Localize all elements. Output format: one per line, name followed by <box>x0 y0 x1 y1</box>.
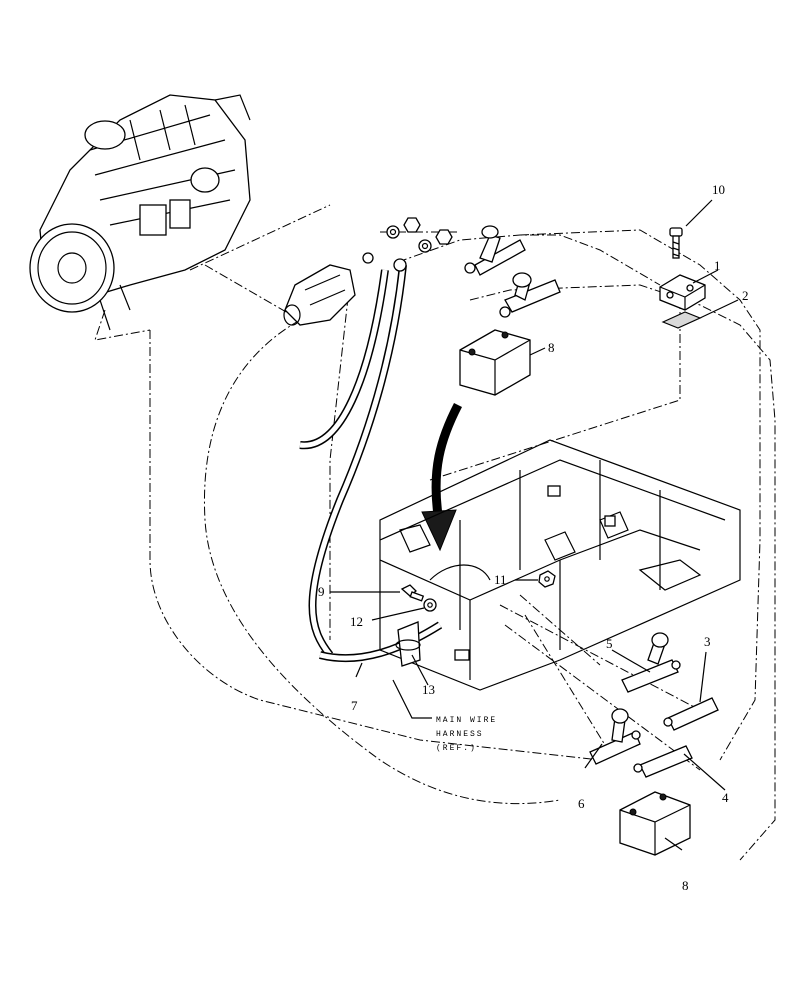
bolt-9 <box>400 584 425 602</box>
starter-motor <box>283 264 356 326</box>
note-line-2: HARNESS <box>436 730 484 739</box>
clamp-1 <box>659 274 706 311</box>
callout-leaders <box>330 199 739 851</box>
battery-top <box>459 329 531 396</box>
chassis-frame <box>379 439 741 691</box>
nut-11 <box>538 570 556 588</box>
starter-cable <box>324 198 374 264</box>
bolt-10 <box>669 227 683 259</box>
battery-cables-bottom <box>589 632 719 778</box>
callout-8-bottom: 8 <box>682 878 689 893</box>
callout-4: 4 <box>722 790 729 805</box>
callout-13: 13 <box>422 682 435 697</box>
battery-bottom <box>619 791 691 856</box>
callout-1: 1 <box>714 258 721 273</box>
cable-clamp-13 <box>395 621 421 667</box>
leader-lines <box>94 204 776 861</box>
battery-cables-top <box>464 225 561 318</box>
main-wire-harness-leader <box>392 679 432 719</box>
note-line-1: MAIN WIRE <box>436 716 497 725</box>
washer-12 <box>423 598 437 612</box>
callout-6: 6 <box>578 796 585 811</box>
main-wire-harness-note: MAIN WIRE HARNESS (REF.) <box>436 716 497 753</box>
engine-illustration <box>29 94 251 331</box>
cable-7 <box>299 258 443 663</box>
callout-11: 11 <box>494 572 507 587</box>
callout-12: 12 <box>350 614 363 629</box>
callout-3: 3 <box>704 634 711 649</box>
plate-2 <box>661 311 702 329</box>
callout-7: 7 <box>351 698 358 713</box>
callout-8-top: 8 <box>548 340 555 355</box>
callout-labels: 10 1 2 8 3 5 4 6 7 8 9 12 11 13 <box>318 182 749 893</box>
note-line-3: (REF.) <box>436 744 477 753</box>
install-arrow <box>421 402 463 552</box>
callout-2: 2 <box>742 288 749 303</box>
nuts-and-washers <box>386 217 453 253</box>
callout-10: 10 <box>712 182 725 197</box>
callout-9: 9 <box>318 584 325 599</box>
callout-5: 5 <box>606 636 613 651</box>
